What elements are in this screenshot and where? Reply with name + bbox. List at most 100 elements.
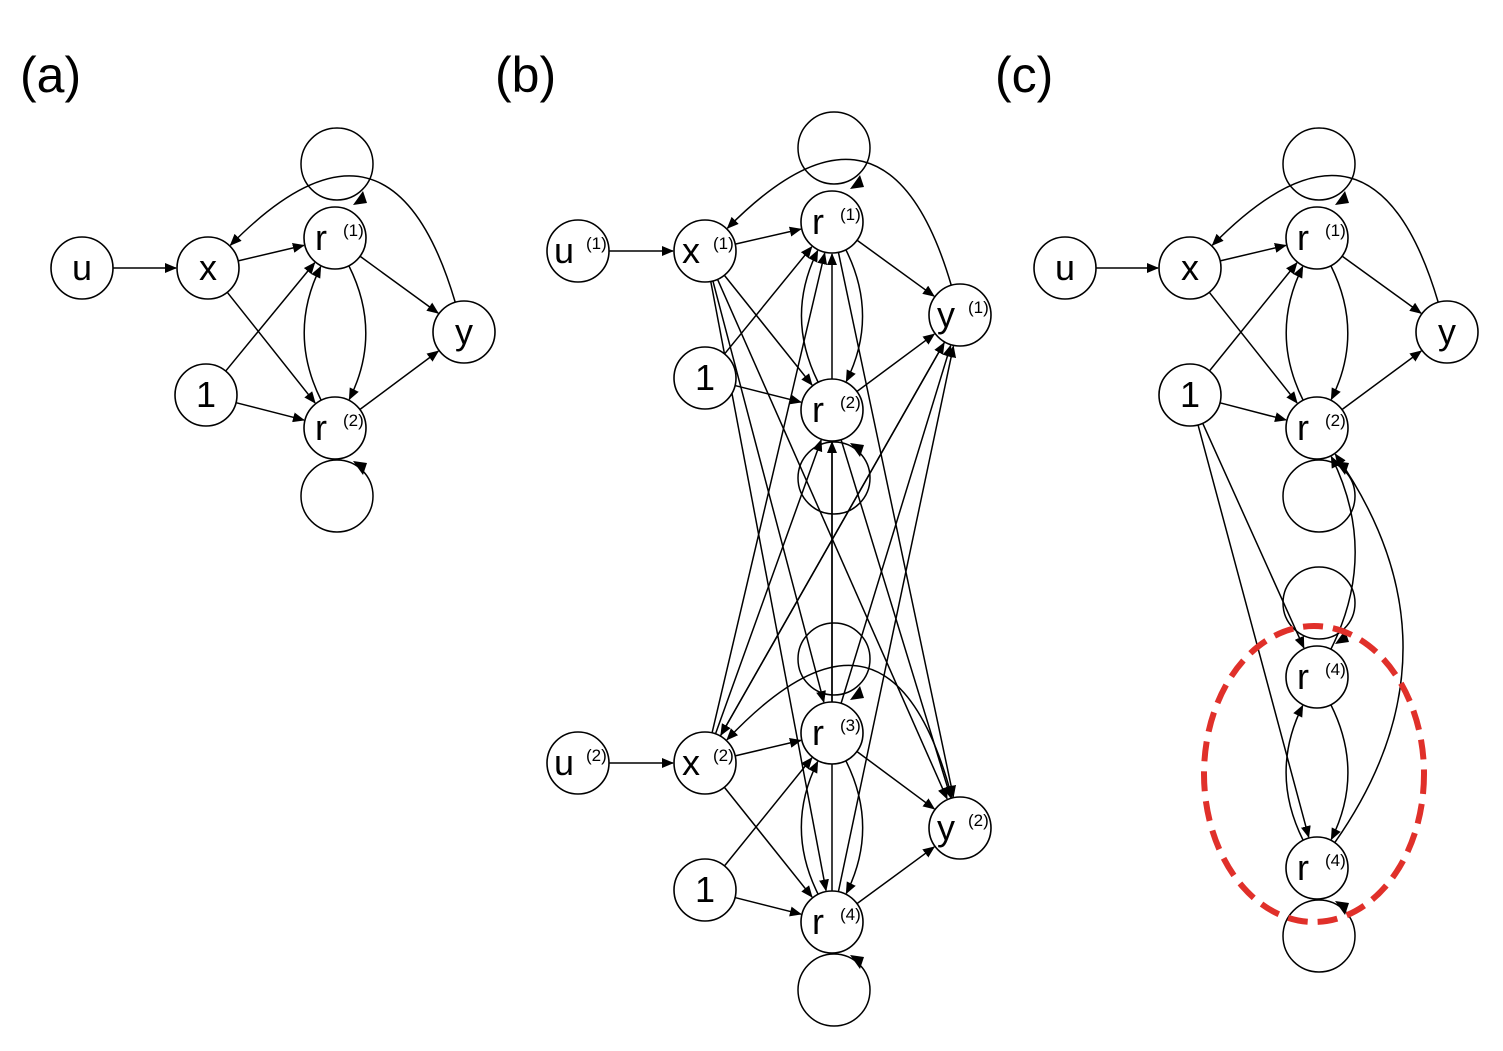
self-loop-arrowhead bbox=[850, 686, 864, 700]
edge-arrow-x2-r2 bbox=[714, 439, 823, 735]
edge-arrow-x2-r4 bbox=[723, 786, 813, 898]
node-label: y bbox=[937, 807, 955, 848]
self-loop-arrowhead bbox=[850, 443, 864, 457]
node-superscript: (1) bbox=[1325, 221, 1346, 240]
node-circle bbox=[1285, 645, 1349, 709]
node-circle bbox=[800, 190, 864, 254]
node-superscript: (1) bbox=[343, 221, 364, 240]
graph-node-one: 1 bbox=[174, 363, 238, 427]
edge-arrow-one-r4a bbox=[1202, 422, 1305, 649]
graph-node-y: y bbox=[432, 300, 496, 364]
node-circle bbox=[303, 206, 367, 270]
node-superscript: (4) bbox=[840, 905, 861, 924]
edge-arrow-one-r4b bbox=[1197, 424, 1311, 839]
node-label: r bbox=[812, 712, 824, 753]
edge-arrow-one-r2 bbox=[235, 401, 305, 423]
node-circle bbox=[50, 236, 114, 300]
node-superscript: (2) bbox=[1325, 411, 1346, 430]
edge-arrow-one2-r3 bbox=[723, 757, 813, 867]
graph-node-r1: r(1) bbox=[1285, 206, 1349, 270]
panel-label: (b) bbox=[495, 47, 556, 103]
self-loop-r2 bbox=[797, 441, 871, 515]
self-loop-r1 bbox=[797, 111, 871, 185]
self-loop-r1 bbox=[1282, 127, 1356, 201]
node-circle bbox=[673, 346, 737, 410]
curved-edge-r2-r1 bbox=[1285, 265, 1304, 401]
curved-edge-y2-x2 bbox=[726, 664, 953, 799]
node-circle bbox=[673, 731, 737, 795]
edge-arrow-r4-y1 bbox=[837, 345, 957, 892]
node-circle bbox=[546, 219, 610, 283]
self-loop-arrowhead bbox=[850, 175, 864, 189]
node-label: r bbox=[1297, 847, 1309, 888]
node-label: 1 bbox=[695, 357, 715, 398]
node-superscript: (2) bbox=[968, 811, 989, 830]
edge-arrow-x2-r3 bbox=[734, 738, 802, 757]
node-label: x bbox=[682, 230, 700, 271]
node-circle bbox=[1285, 206, 1349, 270]
node-label: x bbox=[1181, 247, 1199, 288]
node-circle bbox=[1158, 236, 1222, 300]
self-loop-r1 bbox=[300, 127, 374, 201]
self-loop-r2 bbox=[300, 459, 374, 533]
node-circle bbox=[176, 236, 240, 300]
curved-edge-r1-r2 bbox=[348, 265, 367, 401]
node-superscript: (1) bbox=[968, 298, 989, 317]
self-loop-arrowhead bbox=[1335, 461, 1349, 475]
curved-edge-r4a-r2 bbox=[1330, 455, 1356, 650]
node-circle bbox=[546, 731, 610, 795]
edge-arrow-one-r2 bbox=[1219, 402, 1287, 423]
node-circle bbox=[673, 858, 737, 922]
self-loop-r3 bbox=[797, 622, 871, 696]
self-loop-r4a bbox=[1282, 566, 1356, 640]
graph-node-r2: r(2) bbox=[800, 378, 864, 442]
edge-arrow-one-r1 bbox=[1208, 262, 1298, 372]
self-loop-arrowhead bbox=[1335, 901, 1349, 915]
edge-arrow-r2-y bbox=[359, 350, 440, 411]
self-loop-arrowhead bbox=[353, 461, 367, 475]
graph-node-y: y bbox=[1415, 300, 1479, 364]
self-loop-r4 bbox=[797, 953, 871, 1027]
node-label: r bbox=[1297, 407, 1309, 448]
node-superscript: (4) bbox=[1325, 660, 1346, 679]
graph-node-u2: u(2) bbox=[546, 731, 610, 795]
edge-arrow-one2-r4 bbox=[734, 896, 802, 917]
node-label: r bbox=[812, 389, 824, 430]
curved-edge-r4a-r4b bbox=[1330, 704, 1349, 841]
node-circle bbox=[800, 890, 864, 954]
node-label: r bbox=[315, 217, 327, 258]
node-label: u bbox=[1055, 247, 1075, 288]
node-circle bbox=[303, 396, 367, 460]
graph-node-r4: r(4) bbox=[800, 890, 864, 954]
graph-node-one1: 1 bbox=[673, 346, 737, 410]
graph-node-r4b: r (4) bbox=[1285, 836, 1349, 900]
curved-edge-y1-x1 bbox=[726, 158, 952, 286]
node-superscript: (2) bbox=[343, 411, 364, 430]
edge-arrow-x1-r2 bbox=[723, 274, 813, 386]
curved-edge-r2-r1 bbox=[800, 249, 819, 383]
node-label: r bbox=[812, 201, 824, 242]
node-circle bbox=[1033, 236, 1097, 300]
node-label: x bbox=[682, 742, 700, 783]
graph-node-r1: r(1) bbox=[800, 190, 864, 254]
graph-node-u: u bbox=[1033, 236, 1097, 300]
edge-arrow-one-r1 bbox=[225, 261, 316, 372]
edge-arrow-x-r1 bbox=[237, 243, 305, 262]
curved-edge-r3-r4 bbox=[845, 760, 864, 895]
node-superscript: (4) bbox=[1325, 851, 1346, 870]
node-label: r bbox=[1297, 656, 1309, 697]
graph-node-r2: r (2) bbox=[1285, 396, 1349, 460]
curved-edge-r4b-r4a bbox=[1285, 704, 1304, 841]
node-label: y bbox=[1438, 311, 1456, 352]
curved-edge-r2-r1 bbox=[303, 265, 322, 401]
graph-node-r3: r(3) bbox=[800, 701, 864, 765]
node-superscript: (2) bbox=[586, 746, 607, 765]
edge-arrow-x-r1 bbox=[1219, 243, 1287, 262]
node-circle bbox=[928, 796, 992, 860]
edge-arrow-r2-y bbox=[1341, 350, 1423, 411]
curved-edge-r1-r2 bbox=[1330, 265, 1349, 401]
node-circle bbox=[174, 363, 238, 427]
node-circle bbox=[673, 219, 737, 283]
node-label: y bbox=[455, 311, 473, 352]
